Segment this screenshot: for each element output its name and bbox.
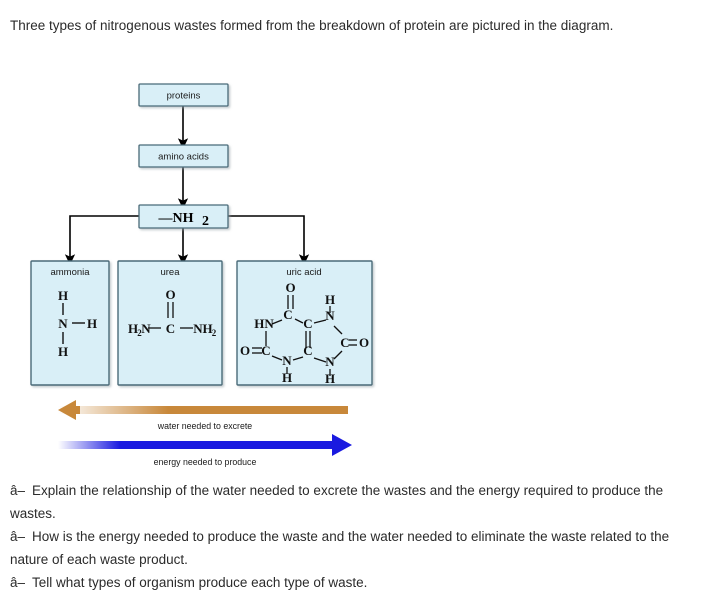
uric-atom-c-center-top: C [303,316,312,331]
list-item: â–Explain the relationship of the water … [10,479,700,525]
urea-atom-o: O [165,287,175,302]
uric-acid-structure: O HN C C N H C O N H C N H O C [240,280,369,386]
uric-atom-c-top: C [283,307,292,322]
uric-atom-o-right: O [359,335,369,350]
question-text-2: How is the energy needed to produce the … [10,529,670,567]
urea-atom-n-left: N [141,321,151,336]
uric-atom-o-top: O [285,280,295,295]
gradient-arrow-water: water needed to excrete [58,400,348,431]
waste-box-uric-acid: uric acid [236,260,373,386]
list-bullet-1: â– [10,483,26,498]
list-item: â–How is the energy needed to produce th… [10,525,700,571]
uric-atom-n-bottom-right: N [325,354,335,369]
uric-atom-c-bottom-left: C [261,343,270,358]
question-text-1: Explain the relationship of the water ne… [10,483,664,521]
flow-box-label-amino-acids: amino acids [158,152,209,163]
waste-box-title-ammonia: ammonia [50,267,90,278]
list-item: â– Tell what types of organism produce ea… [10,571,700,594]
gradient-arrow-label-energy: energy needed to produce [154,457,257,467]
waste-box-title-urea: urea [160,267,180,278]
question-text-3: Tell what types of organism produce each… [32,575,368,590]
uric-atom-o-left: O [240,343,250,358]
flow-box-amino-acids: amino acids [138,144,229,168]
list-bullet-2: â– [10,529,26,544]
flow-box-amino-group: —NH 2 [138,204,229,229]
intro-paragraph: Three types of nitrogenous wastes formed… [10,18,614,33]
nitrogenous-waste-diagram: proteins amino acids —NH 2 ammonia H N H… [0,70,420,470]
ammonia-atom-h-top: H [58,288,68,303]
waste-box-urea: urea O H 2 N C N H 2 [117,260,223,386]
urea-atom-h-right: H [202,321,212,336]
uric-atom-hn-left: HN [254,316,274,331]
uric-atom-h-top-right: H [325,292,335,307]
uric-atom-n-top-right: N [325,308,335,323]
list-bullet-3: â– [10,575,26,590]
flow-box-label-amino-group-subscript: 2 [202,214,209,229]
ammonia-atom-n: N [58,316,68,331]
ammonia-structure: H N H H [58,288,97,359]
gradient-arrow-label-water: water needed to excrete [157,421,252,431]
uric-atom-n-bottom: N [282,353,292,368]
flow-box-proteins: proteins [138,83,229,107]
gradient-arrow-energy: energy needed to produce [58,434,352,467]
uric-atom-h-bottom: H [282,370,292,385]
urea-atom-c: C [166,321,175,336]
uric-atom-c-center-bottom: C [303,343,312,358]
ammonia-atom-h-bottom: H [58,344,68,359]
question-list: â–Explain the relationship of the water … [10,479,700,594]
waste-box-ammonia: ammonia H N H H [30,260,110,386]
urea-atom-h-left: H [128,321,138,336]
flow-box-label-proteins: proteins [167,91,201,102]
flow-box-label-amino-group: —NH [158,211,194,226]
uric-atom-h-bottom-right: H [325,371,335,386]
urea-subscript-right: 2 [212,328,217,338]
urea-structure: O H 2 N C N H 2 [128,287,217,338]
ammonia-atom-h-right: H [87,316,97,331]
flow-connectors [64,106,310,266]
waste-box-title-uric-acid: uric acid [286,267,321,278]
uric-atom-c-right: C [340,335,349,350]
urea-atom-n-right: N [193,321,203,336]
urea-subscript-left: 2 [137,328,142,338]
